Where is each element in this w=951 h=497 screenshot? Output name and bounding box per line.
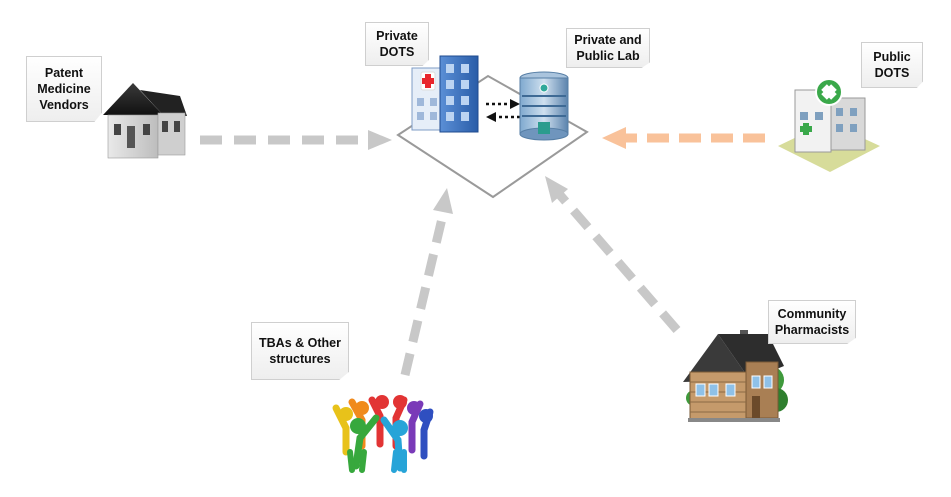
label-patent-medicine-vendors: Patent Medicine Vendors (26, 56, 102, 122)
label-private-public-lab: Private and Public Lab (566, 28, 650, 68)
label-community-pharmacists: Community Pharmacists (768, 300, 856, 344)
people-circle-icon (332, 395, 434, 473)
house-icon (103, 83, 187, 159)
hospital-icon (411, 55, 479, 133)
arrow-dots-lab-exchange (486, 99, 520, 122)
arrow-patent-vendors-to-hub (200, 130, 392, 150)
clinic-icon (778, 78, 880, 172)
label-tbas-other-structures: TBAs & Other structures (251, 322, 349, 380)
label-private-dots: Private DOTS (365, 22, 429, 66)
arrow-community-pharmacists-to-hub (545, 176, 681, 333)
arrow-public-dots-to-hub (602, 127, 765, 149)
cabin-icon (683, 330, 788, 422)
lab-building-icon (519, 71, 569, 141)
label-public-dots: Public DOTS (861, 42, 923, 88)
arrow-tbas-to-hub (400, 188, 453, 377)
